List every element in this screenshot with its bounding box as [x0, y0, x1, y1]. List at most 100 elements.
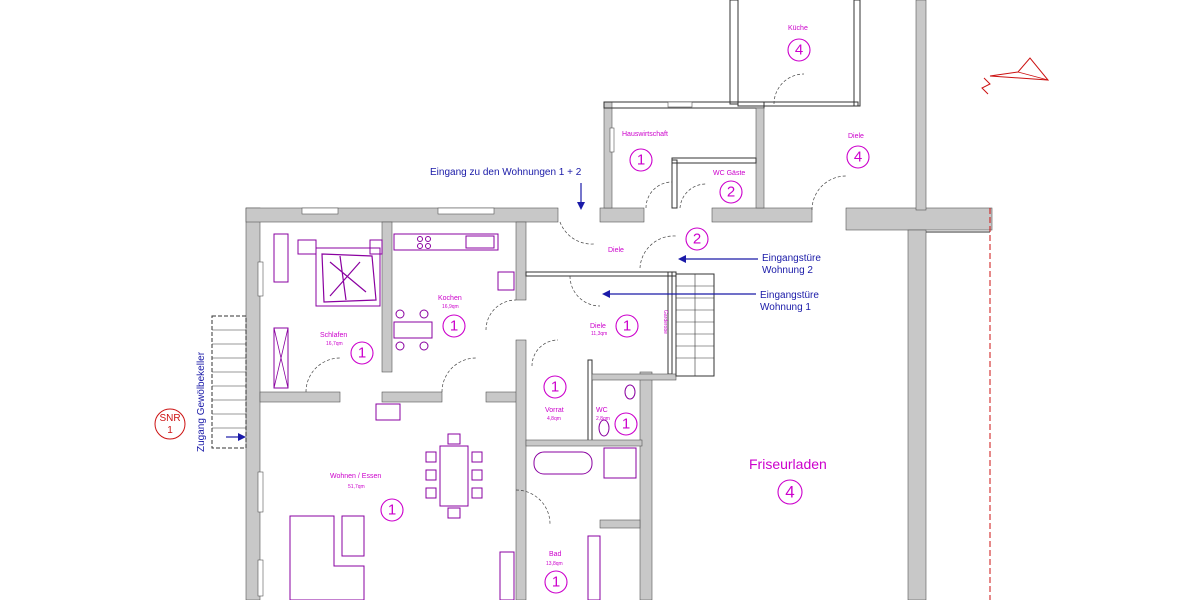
room-bad-name: Bad — [549, 551, 562, 558]
snr-label: SNR — [159, 413, 180, 424]
window-left-1 — [257, 261, 264, 297]
wall-hauswirtschaft-right — [755, 107, 765, 209]
doors — [305, 73, 847, 525]
room-wohnen-circle — [380, 498, 404, 522]
room-diele-2-number: 2 — [693, 231, 701, 248]
room-kueche-name: Küche — [788, 25, 808, 32]
furniture — [273, 233, 637, 600]
cellar-label: Zugang Gewölbekeller — [196, 351, 207, 452]
room-kochen-name: Kochen — [438, 295, 462, 302]
wall-kochen-wohnen — [381, 391, 443, 403]
stairs — [211, 273, 715, 449]
room-kueche-number: 4 — [795, 42, 803, 59]
room-diele-top-circle — [846, 145, 870, 169]
bed-side-left — [297, 239, 317, 255]
room-wc-gaeste-number: 2 — [727, 184, 735, 201]
wall-bad-top — [525, 439, 643, 447]
kitchen-side — [497, 271, 515, 291]
snr-number: 1 — [167, 425, 173, 436]
door1-label-line1: Eingangstüre — [760, 290, 819, 301]
door-wc-gaeste — [679, 183, 707, 209]
walls — [245, 0, 993, 600]
wardrobe-2-cross — [273, 327, 289, 389]
window-hauswirtschaft — [609, 127, 615, 153]
room-wohnen-number: 1 — [388, 502, 396, 519]
wall-top-main — [245, 207, 559, 223]
room-wc-gaeste-name: WC Gäste — [713, 170, 745, 177]
wall-diele-inner — [525, 271, 677, 277]
wall-kueche-bottom — [737, 101, 859, 107]
door-wohnen-bad — [515, 489, 551, 525]
window-left-3 — [257, 559, 264, 597]
wall-top-right — [711, 207, 813, 223]
stove-burner-4 — [425, 243, 431, 249]
room-hauswirtschaft-number: 1 — [637, 152, 645, 169]
door2-arrow-head — [678, 255, 686, 263]
room-kueche-circle — [787, 38, 811, 62]
room-diele-top-name: Diele — [848, 133, 864, 140]
annotations: Eingang zu den Wohnungen 1 + 2 Eingangst… — [154, 167, 821, 452]
room-bad-circle — [544, 570, 568, 594]
room-wc-circle — [614, 412, 638, 436]
north-arrow-icon — [981, 57, 1050, 95]
room-wc-area: 2,8qm — [596, 416, 610, 422]
wohnen-shelf — [499, 551, 515, 600]
room-friseur-name: Friseurladen — [749, 456, 827, 472]
room-garderobe-name: Garderobe — [662, 310, 668, 334]
kitchen-sink — [465, 235, 495, 249]
door2-label-line2: Wohnung 2 — [762, 265, 813, 276]
room-diele-2-circle — [685, 227, 709, 251]
kitchen-counter — [393, 233, 499, 251]
door-shop-top — [811, 175, 847, 211]
sofa — [289, 515, 365, 600]
kitchen-chair-3 — [395, 341, 405, 351]
window-top-2 — [437, 207, 495, 215]
room-diele-2-name: Diele — [608, 247, 624, 254]
wall-kueche-left — [729, 0, 739, 105]
kitchen-chair-1 — [395, 309, 405, 319]
wall-top-shop — [845, 207, 993, 231]
shower — [603, 447, 637, 479]
wall-shop-right — [907, 229, 927, 600]
room-wc-gaeste-circle — [719, 180, 743, 204]
wall-top-stair — [599, 207, 645, 223]
stair-cellar — [211, 315, 247, 449]
room-hauswirtschaft-circle — [629, 148, 653, 172]
dining-chair-4 — [471, 451, 483, 463]
wash-basin — [375, 403, 401, 421]
door2-label-line1: Eingangstüre — [762, 253, 821, 264]
wall-diele-bottom — [591, 373, 677, 381]
wardrobe-1 — [273, 233, 289, 283]
bathtub — [533, 451, 593, 475]
room-wc-name: WC — [596, 407, 608, 414]
stove-burner-3 — [417, 243, 423, 249]
room-schlafen-number: 1 — [358, 345, 366, 362]
wall-schlafen-wohnen — [259, 391, 341, 403]
room-kochen-circle — [442, 314, 466, 338]
room-kochen-area: 16,9qm — [442, 304, 459, 310]
wall-wohnen-bad — [515, 339, 527, 600]
dining-chair-top — [447, 433, 461, 445]
window-top-1 — [301, 207, 339, 215]
window-hw-top — [667, 101, 693, 108]
room-vorrat-area: 4,8qm — [547, 416, 561, 422]
door-hauswirtschaft — [645, 181, 673, 209]
door-vorrat — [531, 339, 559, 367]
wall-shop-left — [639, 371, 653, 600]
door-kochen-diele — [485, 299, 517, 331]
entrance-arrow-head — [577, 202, 585, 210]
wall-wohnen-right — [485, 391, 519, 403]
wall-schlafen-kochen — [381, 221, 393, 373]
door-wohnung-1 — [569, 275, 601, 307]
sofa-side — [341, 515, 365, 557]
wall-bad-bottom-step — [599, 519, 641, 529]
room-diele-1-name: Diele — [590, 323, 606, 330]
dining-chair-1 — [425, 451, 437, 463]
wall-wc-gaeste — [671, 157, 757, 164]
room-hauswirtschaft-name: Hauswirtschaft — [622, 131, 668, 138]
wall-hauswirtschaft — [603, 101, 613, 209]
room-labels: Küche 4 Diele 4 Hauswirtschaft 1 WC Gäst… — [320, 25, 870, 594]
room-wc-number: 1 — [622, 416, 630, 433]
bed-cover — [321, 253, 377, 303]
